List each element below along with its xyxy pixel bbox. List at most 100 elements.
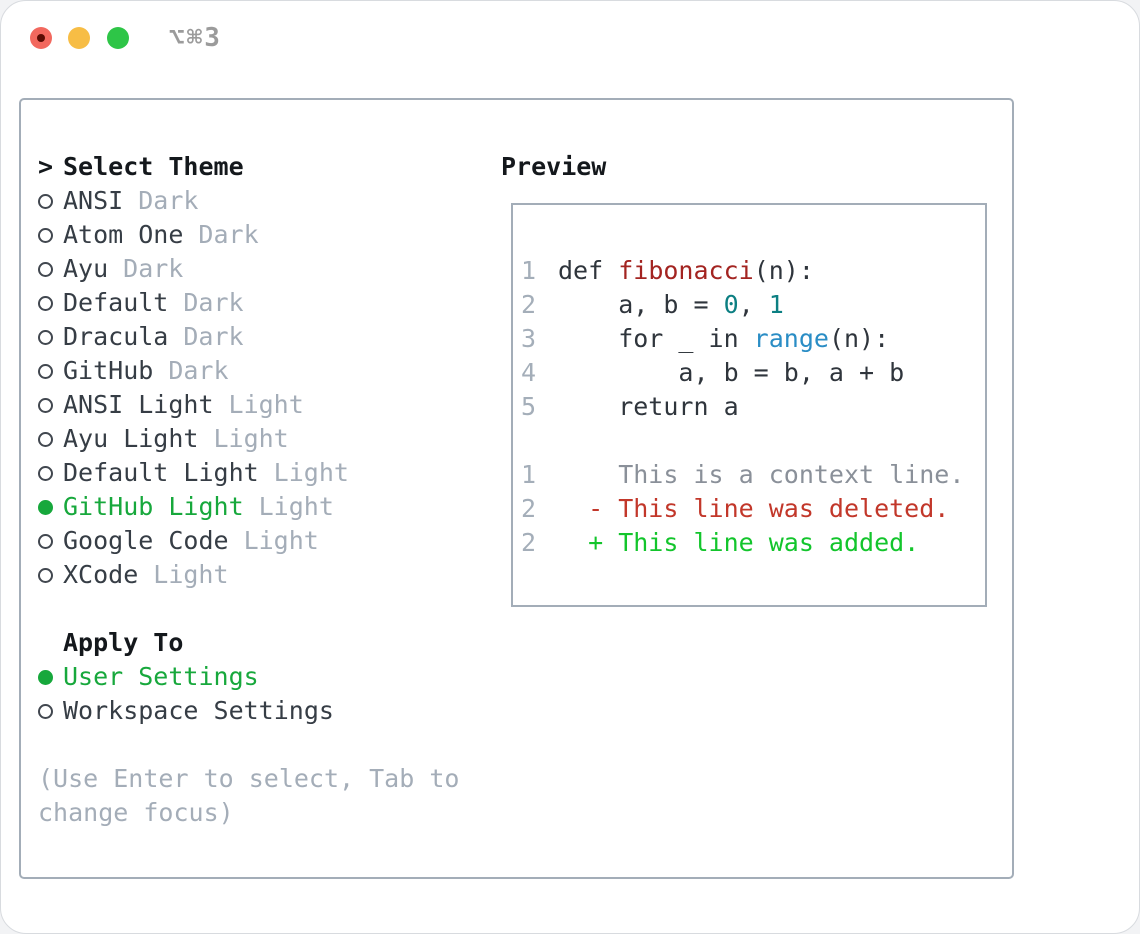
code-line: 2 - This line was deleted. bbox=[521, 492, 985, 526]
theme-option-variant: Light bbox=[258, 492, 334, 521]
theme-option-variant: Dark bbox=[123, 254, 184, 283]
code-segment: return a bbox=[558, 392, 739, 421]
radio-ring bbox=[38, 261, 53, 277]
hint-line: (Use Enter to select, Tab to bbox=[38, 764, 460, 793]
theme-option[interactable]: Default Dark bbox=[38, 286, 459, 320]
theme-option-label: Ayu Light bbox=[63, 424, 199, 453]
window-title: ⌥⌘3 bbox=[169, 23, 222, 53]
radio-ring bbox=[38, 363, 53, 379]
radio-ring bbox=[38, 193, 53, 209]
code-segment: This is a context line. bbox=[558, 460, 965, 489]
code-segment: , bbox=[738, 290, 769, 319]
radio-icon bbox=[38, 363, 63, 379]
radio-dot bbox=[38, 499, 53, 515]
radio-ring bbox=[38, 465, 53, 481]
apply-to-option[interactable]: Workspace Settings bbox=[38, 694, 459, 728]
code-segment: range bbox=[753, 324, 829, 353]
apply-to-header-row: Apply To bbox=[38, 626, 459, 660]
code-segment: (n): bbox=[753, 256, 814, 285]
radio-icon bbox=[38, 193, 63, 209]
code-segment: 1 bbox=[768, 290, 784, 319]
theme-option[interactable]: Ayu Light Light bbox=[38, 422, 459, 456]
theme-option-variant: Light bbox=[228, 390, 304, 419]
line-number: 1 bbox=[521, 256, 537, 285]
code-segment: for _ in bbox=[558, 324, 754, 353]
theme-option-variant: Light bbox=[213, 424, 289, 453]
theme-option-label: Dracula bbox=[63, 322, 169, 351]
radio-icon bbox=[38, 703, 63, 719]
radio-icon bbox=[38, 329, 63, 345]
code-segment: a, b = bbox=[558, 290, 724, 319]
apply-to-option[interactable]: User Settings bbox=[38, 660, 459, 694]
line-number: 5 bbox=[521, 392, 537, 421]
radio-icon bbox=[38, 227, 63, 243]
apply-to-option-label: Workspace Settings bbox=[63, 696, 334, 725]
code-line: 2 + This line was added. bbox=[521, 526, 985, 560]
zoom-button[interactable] bbox=[107, 27, 129, 49]
close-button[interactable] bbox=[30, 27, 52, 49]
hint-text: (Use Enter to select, Tab to change focu… bbox=[38, 762, 459, 830]
radio-ring bbox=[38, 227, 53, 243]
theme-option-label: Ayu bbox=[63, 254, 109, 283]
titlebar: ⌥⌘3 bbox=[1, 1, 1139, 75]
theme-option-label: Default bbox=[63, 288, 169, 317]
code-line: 5 return a bbox=[521, 390, 985, 424]
radio-icon bbox=[38, 295, 63, 311]
theme-option-label: GitHub Light bbox=[63, 492, 244, 521]
radio-icon bbox=[38, 465, 63, 481]
theme-menu-header-row: >Select Theme bbox=[38, 150, 459, 184]
code-segment: 0 bbox=[723, 290, 739, 319]
radio-selected-icon bbox=[38, 669, 63, 685]
radio-icon bbox=[38, 261, 63, 277]
theme-option-label: GitHub bbox=[63, 356, 154, 385]
theme-option[interactable]: GitHub Light Light bbox=[38, 490, 459, 524]
theme-option-variant: Light bbox=[153, 560, 229, 589]
radio-dot bbox=[38, 669, 53, 685]
code-line: 2 a, b = 0, 1 bbox=[521, 288, 985, 322]
theme-option-variant: Light bbox=[273, 458, 349, 487]
line-number: 2 bbox=[521, 290, 537, 319]
radio-ring bbox=[38, 295, 53, 311]
code-line: 3 for _ in range(n): bbox=[521, 322, 985, 356]
theme-option[interactable]: Atom One Dark bbox=[38, 218, 459, 252]
theme-option[interactable]: Ayu Dark bbox=[38, 252, 459, 286]
theme-option[interactable]: ANSI Dark bbox=[38, 184, 459, 218]
theme-option-variant: Dark bbox=[183, 322, 244, 351]
theme-option-label: Default Light bbox=[63, 458, 259, 487]
radio-ring bbox=[38, 567, 53, 583]
apply-to-option-label: User Settings bbox=[63, 662, 259, 691]
spacer bbox=[38, 728, 459, 762]
theme-option-variant: Dark bbox=[198, 220, 259, 249]
preview-title: Preview bbox=[501, 152, 607, 181]
theme-option[interactable]: Dracula Dark bbox=[38, 320, 459, 354]
theme-option-variant: Dark bbox=[138, 186, 199, 215]
code-line: 1 This is a context line. bbox=[521, 458, 985, 492]
line-number: 3 bbox=[521, 324, 537, 353]
radio-selected-icon bbox=[38, 499, 63, 515]
code-segment: def bbox=[558, 256, 619, 285]
line-number: 2 bbox=[521, 528, 537, 557]
theme-option-label: ANSI bbox=[63, 186, 124, 215]
theme-option-label: Atom One bbox=[63, 220, 184, 249]
radio-icon bbox=[38, 567, 63, 583]
recording-dot-icon bbox=[37, 34, 45, 42]
code-segment: - This line was deleted. bbox=[558, 494, 950, 523]
theme-option[interactable]: Default Light Light bbox=[38, 456, 459, 490]
theme-option[interactable]: GitHub Dark bbox=[38, 354, 459, 388]
code-segment: (n): bbox=[828, 324, 890, 353]
apply-to-title: Apply To bbox=[63, 628, 184, 657]
theme-option-variant: Dark bbox=[168, 356, 229, 385]
code-segment: a, b = b, a + b bbox=[558, 358, 905, 387]
radio-icon bbox=[38, 533, 63, 549]
theme-option-variant: Dark bbox=[183, 288, 244, 317]
radio-icon bbox=[38, 397, 63, 413]
minimize-button[interactable] bbox=[68, 27, 90, 49]
